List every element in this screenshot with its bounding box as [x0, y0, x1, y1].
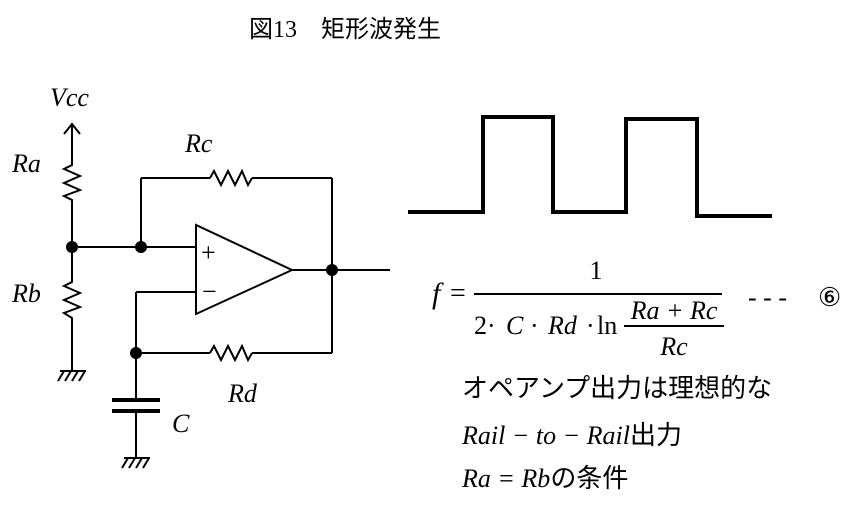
formula-den-ln: ln	[597, 311, 617, 340]
note-line-2-rest: 出力	[630, 421, 682, 451]
capacitor-c	[112, 398, 160, 413]
resistor-rd	[209, 343, 253, 363]
formula-den-dot: ·	[530, 311, 539, 340]
formula-numerator: 1	[590, 256, 603, 285]
resistor-ra	[61, 157, 83, 247]
rc-label: Rc	[184, 129, 213, 158]
formula-equals: =	[450, 278, 466, 309]
square-wave	[408, 115, 772, 218]
ground-icon	[121, 457, 150, 469]
note-line-3-rest: の条件	[550, 464, 628, 494]
vcc-arrow-icon	[63, 122, 81, 157]
op-amp	[195, 223, 295, 316]
note-line-2-italic: Rail − to − Rail	[461, 421, 630, 450]
resistor-rc	[209, 168, 253, 188]
ra-label: Ra	[11, 149, 41, 178]
formula-den-rd: Rd	[547, 311, 578, 340]
formula-f: f	[432, 277, 444, 310]
equation-tag-dashes: - - -	[748, 283, 787, 312]
formula-den-c: C	[506, 311, 524, 340]
figure-title: 図13 矩形波発生	[249, 16, 441, 43]
equation-tag-number: ⑥	[818, 283, 841, 312]
rd-label: Rd	[227, 379, 258, 408]
note-line-3-italic: Ra = Rb	[461, 464, 550, 493]
formula-inner-denominator: Rc	[659, 332, 688, 361]
note-line-2: Rail − to − Rail出力	[461, 421, 682, 451]
ground-icon	[57, 364, 86, 382]
note-line-1: オペアンプ出力は理想的な	[462, 374, 772, 403]
plus-input-label: +	[201, 238, 216, 267]
vcc-label: Vcc	[50, 83, 89, 112]
minus-input-label: −	[202, 277, 217, 306]
formula-inner-numerator: Ra + Rc	[630, 296, 718, 325]
resistor-rb	[61, 247, 83, 364]
c-label: C	[172, 409, 190, 438]
rb-label: Rb	[11, 279, 41, 308]
formula-den-2: 2·	[474, 311, 496, 340]
formula-den-dot2: ·	[586, 311, 595, 340]
note-line-3: Ra = Rbの条件	[461, 464, 628, 494]
